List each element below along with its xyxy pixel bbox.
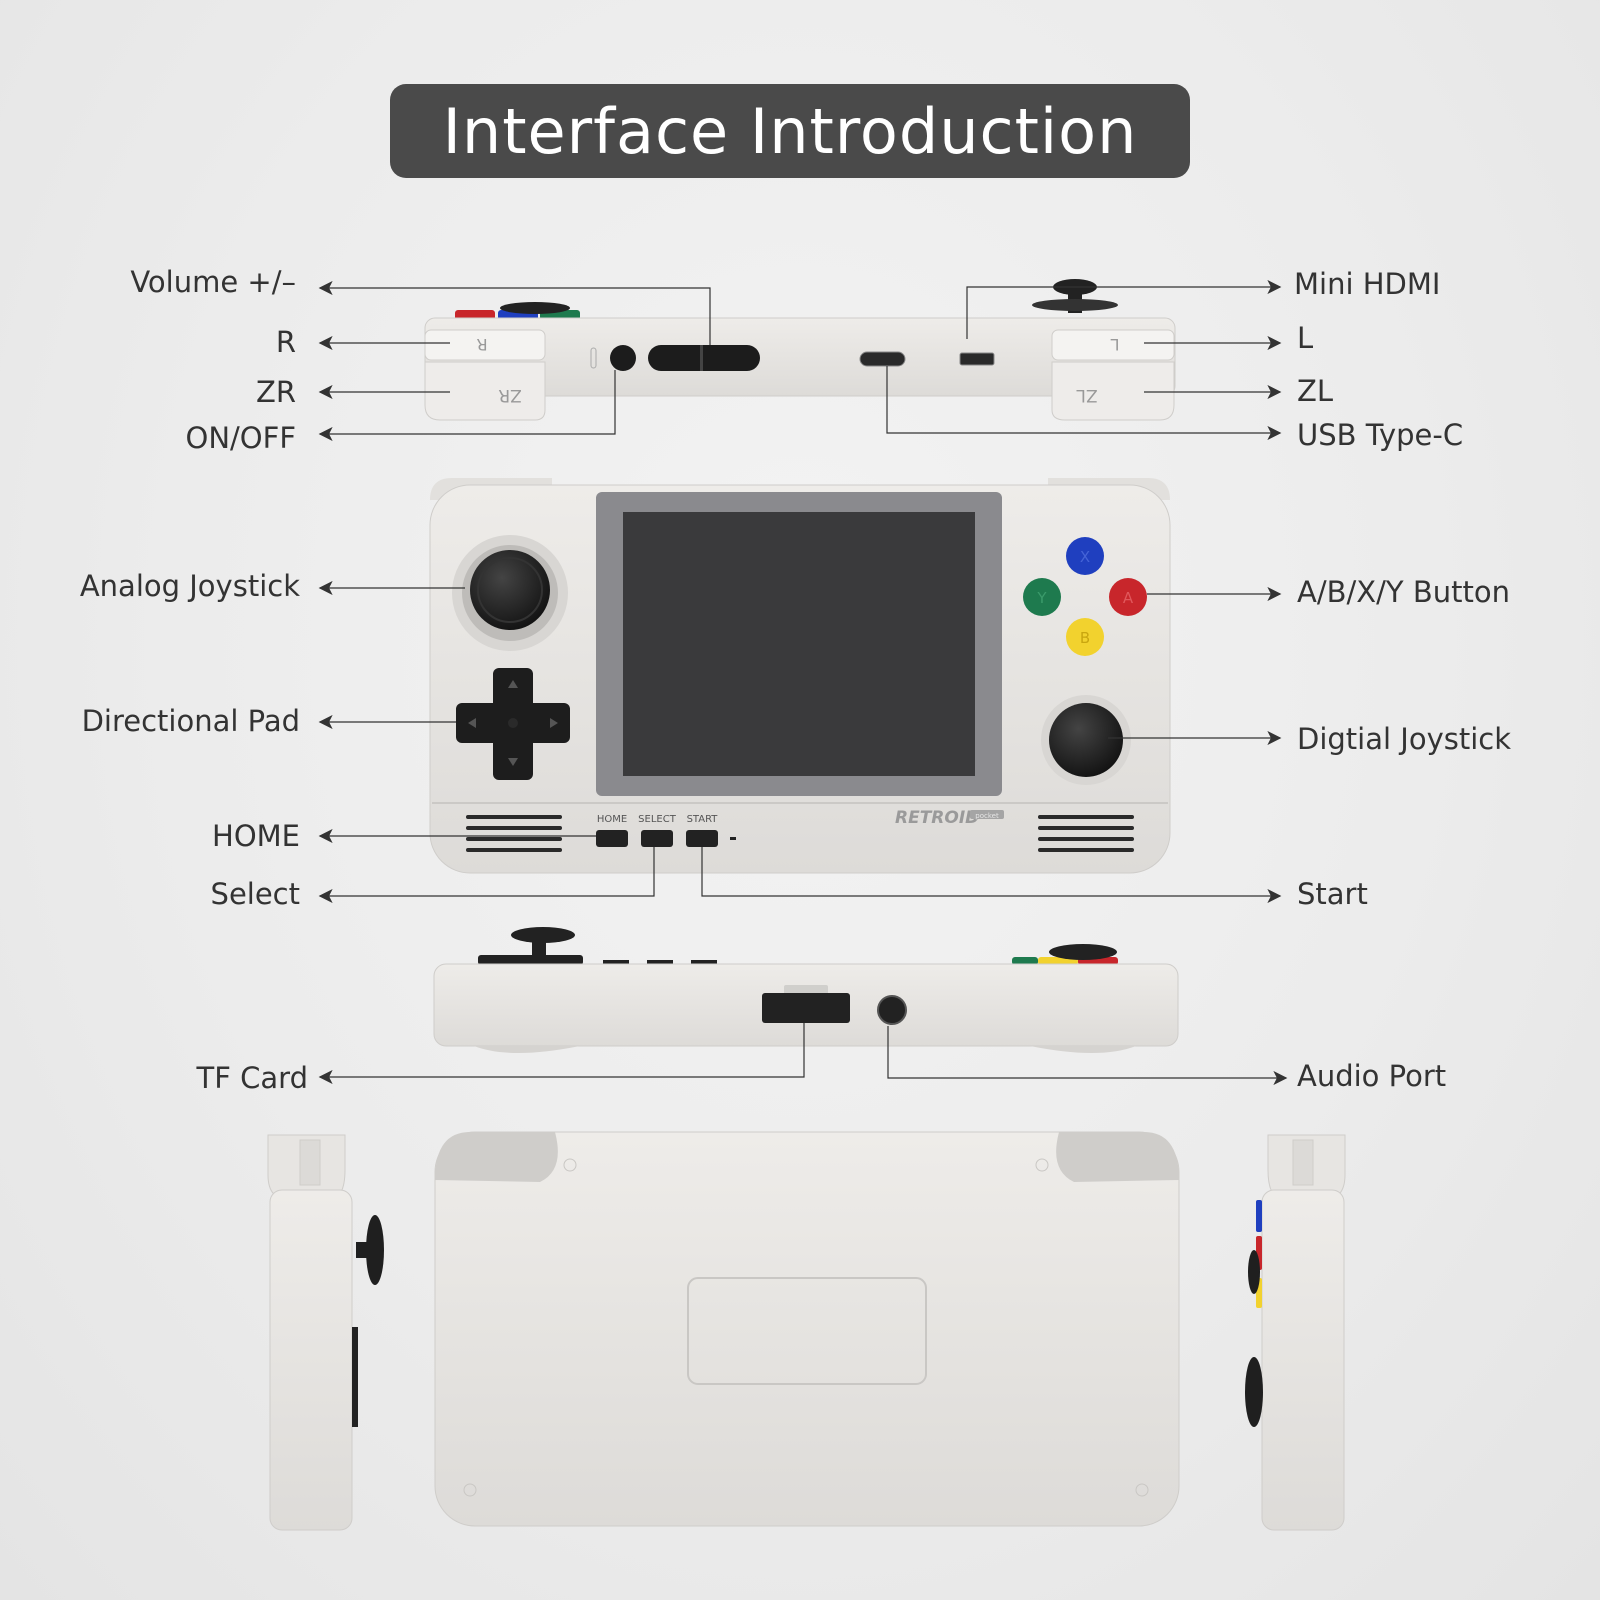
usb-c-port (859, 351, 906, 367)
l-key-text: L (1110, 335, 1119, 354)
volume-rocker (648, 345, 760, 371)
shoulder-left-group: R ZR (424, 329, 546, 421)
y-button (1023, 578, 1061, 616)
label-volume: Volume +/– (130, 265, 296, 299)
zr-key-text: ZR (498, 385, 522, 405)
start-button (686, 830, 718, 847)
brand-logo: RETROID (895, 808, 979, 828)
tf-card-slot (762, 993, 850, 1023)
label-zr: ZR (255, 375, 296, 409)
audio-jack (877, 995, 907, 1025)
front-view: X Y A B HOME SELECT START (429, 478, 1171, 874)
label-l: L (1297, 321, 1314, 355)
speaker-right (1038, 815, 1134, 852)
shoulder-right-group: L ZL (1051, 329, 1175, 421)
label-zl: ZL (1297, 374, 1334, 408)
d-pad (456, 668, 570, 780)
y-key-text: Y (1036, 589, 1047, 607)
top-view: R ZR L ZL (424, 279, 1176, 421)
abxy-buttons: X Y A B (1023, 537, 1147, 656)
led-indicator (590, 347, 597, 369)
b-key-text: B (1080, 629, 1090, 647)
side-view-right (1245, 1134, 1346, 1531)
back-panel (687, 1277, 927, 1385)
label-analog-joystick: Analog Joystick (79, 569, 300, 603)
a-key-text: A (1123, 589, 1134, 607)
back-view (434, 1131, 1180, 1527)
label-home: HOME (212, 819, 300, 853)
label-usb-c: USB Type-C (1297, 418, 1464, 452)
x-button (1066, 537, 1104, 575)
label-mini-hdmi: Mini HDMI (1294, 267, 1441, 301)
screen (623, 512, 975, 776)
label-start: Start (1297, 877, 1368, 911)
zl-key-text: ZL (1076, 385, 1098, 405)
x-key-text: X (1080, 548, 1090, 566)
select-button (641, 830, 673, 847)
label-onoff: ON/OFF (185, 421, 296, 455)
label-audio-port: Audio Port (1297, 1059, 1447, 1093)
digital-joystick (1041, 695, 1131, 785)
b-button (1066, 618, 1104, 656)
a-button (1109, 578, 1147, 616)
model-badge: pocket (975, 812, 999, 820)
mini-hdmi-port (959, 352, 995, 366)
start-small-label: START (687, 814, 719, 825)
callout-lines (318, 280, 1288, 1085)
home-small-label: HOME (597, 814, 627, 825)
bottom-view (433, 927, 1179, 1053)
page-title: Interface Introduction (390, 84, 1190, 178)
label-select: Select (210, 877, 300, 911)
r-key-text: R (476, 335, 487, 354)
label-abxy: A/B/X/Y Button (1297, 575, 1510, 609)
select-small-label: SELECT (638, 814, 677, 825)
label-digital-joystick: Digtial Joystick (1297, 722, 1512, 756)
side-view-left (267, 1134, 384, 1531)
label-tf-card: TF Card (196, 1061, 308, 1095)
analog-joystick (452, 535, 568, 651)
power-button (610, 345, 636, 371)
home-button (596, 830, 628, 847)
label-dpad: Directional Pad (81, 704, 300, 738)
speaker-left (466, 815, 562, 852)
label-r: R (275, 325, 296, 359)
